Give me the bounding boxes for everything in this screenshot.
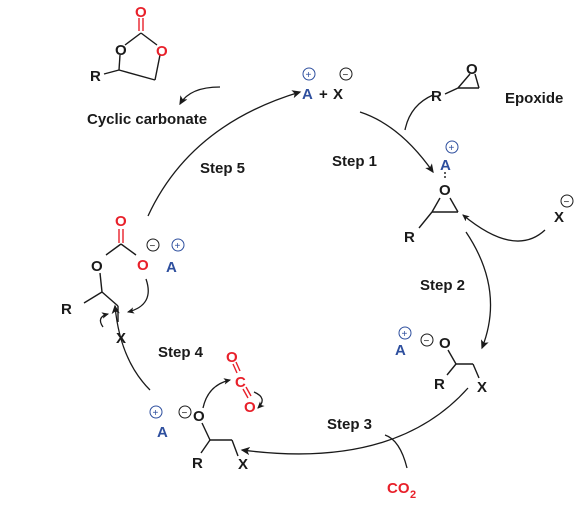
arrow-step-4 xyxy=(111,304,151,391)
co2-reagent: CO 2 xyxy=(387,480,416,501)
alkoxide-r-group: R xyxy=(434,376,445,393)
activated-epoxide-structure: + A O R − X xyxy=(404,140,574,246)
step-3-label: Step 3 xyxy=(327,416,372,433)
co2-oxygen-top: O xyxy=(226,349,238,366)
carbonate-intermediate: O O O − + A R X xyxy=(61,213,185,347)
arrow-step-1 xyxy=(359,111,434,174)
activated-epoxide-oxygen: O xyxy=(439,182,451,199)
arrow-step-5 xyxy=(147,90,302,217)
arrow-co2-in xyxy=(384,434,408,469)
step-5-label: Step 5 xyxy=(200,160,245,177)
svg-text:−: − xyxy=(564,197,570,208)
epoxide-structure: O R xyxy=(431,61,480,105)
alkoxide-x: X xyxy=(477,379,487,396)
catalyst-ion-pair: + A + − X xyxy=(302,67,353,103)
activated-cation-a: A xyxy=(440,157,451,174)
anion-x: X xyxy=(333,86,343,103)
ring-closure-arrow xyxy=(126,278,149,314)
svg-text:−: − xyxy=(150,241,156,252)
attack-arrow-x xyxy=(462,214,546,242)
complex-cation-a: A xyxy=(157,424,168,441)
epoxide-r-group: R xyxy=(431,88,442,105)
attack-arrow-alkoxide xyxy=(202,378,232,409)
complex-x: X xyxy=(238,456,248,473)
carbonate-ether-oxygen: O xyxy=(91,258,103,275)
electron-arrow-co2 xyxy=(253,391,265,409)
arrow-epoxide-in xyxy=(404,94,434,131)
svg-text:−: − xyxy=(343,70,349,81)
cyclic-carbonate-structure: O O O R xyxy=(90,4,168,85)
svg-text:+: + xyxy=(306,70,312,81)
epoxide-oxygen: O xyxy=(466,61,478,78)
step-1-label: Step 1 xyxy=(332,153,377,170)
svg-text:−: − xyxy=(182,408,188,419)
co2-carbon: C xyxy=(235,374,246,391)
arrow-to-cyclic-carbonate xyxy=(179,86,221,106)
alkoxide-co2-complex: + A − O R X O C O xyxy=(149,349,265,473)
activated-epoxide-r-group: R xyxy=(404,229,415,246)
svg-text:+: + xyxy=(153,408,159,419)
co2-subscript: 2 xyxy=(410,489,416,501)
carbonate-anionic-oxygen: O xyxy=(137,257,149,274)
complex-r-group: R xyxy=(192,455,203,472)
plus-sign: + xyxy=(319,86,328,103)
r-group: R xyxy=(90,68,101,85)
alkoxide-cation-a: A xyxy=(395,342,406,359)
svg-text:−: − xyxy=(424,336,430,347)
svg-text:+: + xyxy=(402,329,408,340)
step-2-label: Step 2 xyxy=(420,277,465,294)
cycle-arrows xyxy=(111,86,492,469)
arrow-step-2 xyxy=(465,231,492,350)
carbonate-carbonyl-oxygen: O xyxy=(115,213,127,230)
carbonate-cation-a: A xyxy=(166,259,177,276)
carbonate-r-group: R xyxy=(61,301,72,318)
svg-text:+: + xyxy=(175,241,181,252)
ring-oxygen-right: O xyxy=(156,43,168,60)
leaving-x-arrow xyxy=(99,312,110,328)
alkoxide-oxygen: O xyxy=(439,335,451,352)
epoxide-label: Epoxide xyxy=(505,90,563,107)
carbonyl-oxygen: O xyxy=(135,4,147,21)
complex-oxygen: O xyxy=(193,408,205,425)
cyclic-carbonate-label: Cyclic carbonate xyxy=(87,111,207,128)
cation-a: A xyxy=(302,86,313,103)
carbonate-x: X xyxy=(116,330,126,347)
co2-label: CO xyxy=(387,480,410,497)
svg-text:+: + xyxy=(449,143,455,154)
co2-oxygen-bottom: O xyxy=(244,399,256,416)
attacking-anion-x: X xyxy=(554,209,564,226)
step-4-label: Step 4 xyxy=(158,344,204,361)
alkoxide-intermediate: + A − O R X xyxy=(395,326,487,396)
arrow-step-3 xyxy=(240,387,469,456)
ring-oxygen-left: O xyxy=(115,42,127,59)
